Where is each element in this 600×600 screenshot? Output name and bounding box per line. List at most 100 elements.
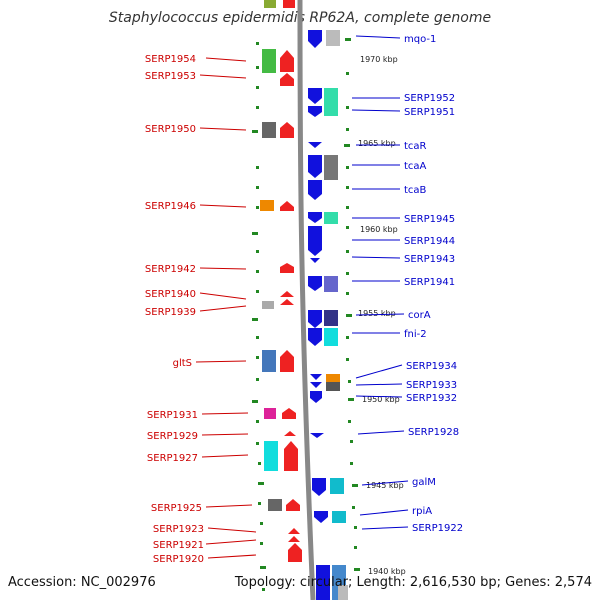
gene-glyph [326, 374, 340, 382]
gene-glyph [324, 310, 338, 326]
kbp-marker: 1950 kbp [362, 395, 400, 404]
gene-glyph [288, 536, 300, 542]
right-labels: mqo-1 SERP1952 SERP1951 tcaR tcaA tcaB S… [404, 34, 463, 534]
gene-label: SERP1942 [145, 264, 196, 275]
gene-glyph [262, 49, 276, 73]
gene-label: tcaR [404, 141, 427, 152]
gene-glyph [280, 291, 294, 297]
gene-label: SERP1953 [145, 71, 196, 82]
gene-glyph [326, 382, 340, 391]
gene-label: SERP1933 [406, 380, 457, 391]
gene-glyph [310, 391, 322, 403]
gene-glyph [324, 212, 338, 224]
gene-glyph [280, 73, 294, 86]
gene-glyph [316, 565, 330, 600]
gene-glyph [308, 310, 322, 328]
gene-glyph [338, 585, 348, 600]
gene-glyph [262, 122, 276, 138]
gene-label: SERP1954 [145, 54, 196, 65]
gene-glyph [310, 433, 324, 438]
right-gene-glyphs [308, 30, 348, 600]
gene-glyph [280, 350, 294, 372]
gene-glyph [308, 106, 322, 117]
gene-glyph [308, 276, 322, 291]
gene-glyph [314, 511, 328, 523]
gene-glyph [308, 180, 322, 200]
gene-glyph [262, 301, 274, 309]
partial-genes-top [264, 0, 295, 8]
left-leaders [195, 57, 257, 559]
gene-glyph [330, 478, 344, 494]
left-ticks [252, 42, 266, 591]
gene-glyph [324, 328, 338, 346]
gene-glyph [310, 382, 322, 388]
gene-glyph [332, 511, 346, 523]
gene-glyph [284, 431, 296, 436]
gene-label: SERP1951 [404, 107, 455, 118]
gene-glyph [308, 88, 322, 104]
gene-label: gltS [173, 358, 192, 369]
gene-glyph [268, 499, 282, 511]
gene-label: SERP1940 [145, 289, 196, 300]
gene-label: SERP1943 [404, 254, 455, 265]
accession-text: Accession: NC_002976 [8, 575, 156, 590]
gene-glyph [260, 200, 274, 211]
topology-text: Topology: circular; Length: 2,616,530 bp… [234, 575, 592, 590]
gene-label: fni-2 [404, 329, 427, 340]
gene-label: tcaB [404, 185, 427, 196]
gene-label: SERP1923 [153, 524, 204, 535]
gene-glyph [288, 543, 302, 562]
gene-glyph [326, 30, 340, 46]
gene-label: mqo-1 [404, 34, 436, 45]
gene-label: galM [412, 477, 436, 488]
gene-label: SERP1952 [404, 93, 455, 104]
kbp-marker: 1965 kbp [358, 139, 396, 148]
gene-glyph [288, 528, 300, 534]
gene-glyph [324, 155, 338, 180]
gene-glyph [310, 258, 320, 263]
gene-label: SERP1921 [153, 540, 204, 551]
gene-label: SERP1946 [145, 201, 196, 212]
gene-glyph [284, 441, 298, 471]
gene-glyph [308, 155, 322, 178]
gene-label: tcaA [404, 161, 427, 172]
gene-label: SERP1931 [147, 410, 198, 421]
gene-glyph [280, 201, 294, 211]
gene-glyph [280, 263, 294, 273]
kbp-marker: 1940 kbp [368, 567, 406, 576]
gene-glyph [280, 122, 294, 138]
gene-label: SERP1929 [147, 431, 198, 442]
gene-label: SERP1925 [151, 503, 202, 514]
gene-glyph [282, 408, 296, 419]
gene-label: SERP1922 [412, 523, 463, 534]
gene-glyph [280, 299, 294, 305]
left-gene-glyphs [260, 49, 302, 562]
gene-glyph [324, 88, 338, 116]
gene-glyph [310, 374, 322, 380]
kbp-markers: 1970 kbp 1965 kbp 1960 kbp 1955 kbp 1950… [358, 55, 406, 576]
kbp-marker: 1945 kbp [366, 481, 404, 490]
gene-label: SERP1932 [406, 393, 457, 404]
gene-glyph [308, 212, 322, 223]
gene-label: SERP1945 [404, 214, 455, 225]
gene-glyph [308, 30, 322, 48]
right-ticks [344, 38, 360, 571]
gene-glyph [262, 350, 276, 372]
gene-label: SERP1920 [153, 554, 204, 565]
gene-glyph [312, 478, 326, 496]
gene-glyph [308, 328, 322, 346]
gene-glyph [286, 499, 300, 511]
gene-label: SERP1941 [404, 277, 455, 288]
gene-glyph [324, 276, 338, 292]
gene-label: SERP1927 [147, 453, 198, 464]
kbp-marker: 1970 kbp [360, 55, 398, 64]
gene-glyph [264, 408, 276, 419]
gene-label: SERP1944 [404, 236, 455, 247]
kbp-marker: 1955 kbp [358, 309, 396, 318]
gene-label: SERP1939 [145, 307, 196, 318]
gene-label: corA [408, 310, 431, 321]
gene-glyph [280, 50, 294, 72]
gene-glyph [308, 226, 322, 256]
right-leaders [351, 35, 409, 530]
